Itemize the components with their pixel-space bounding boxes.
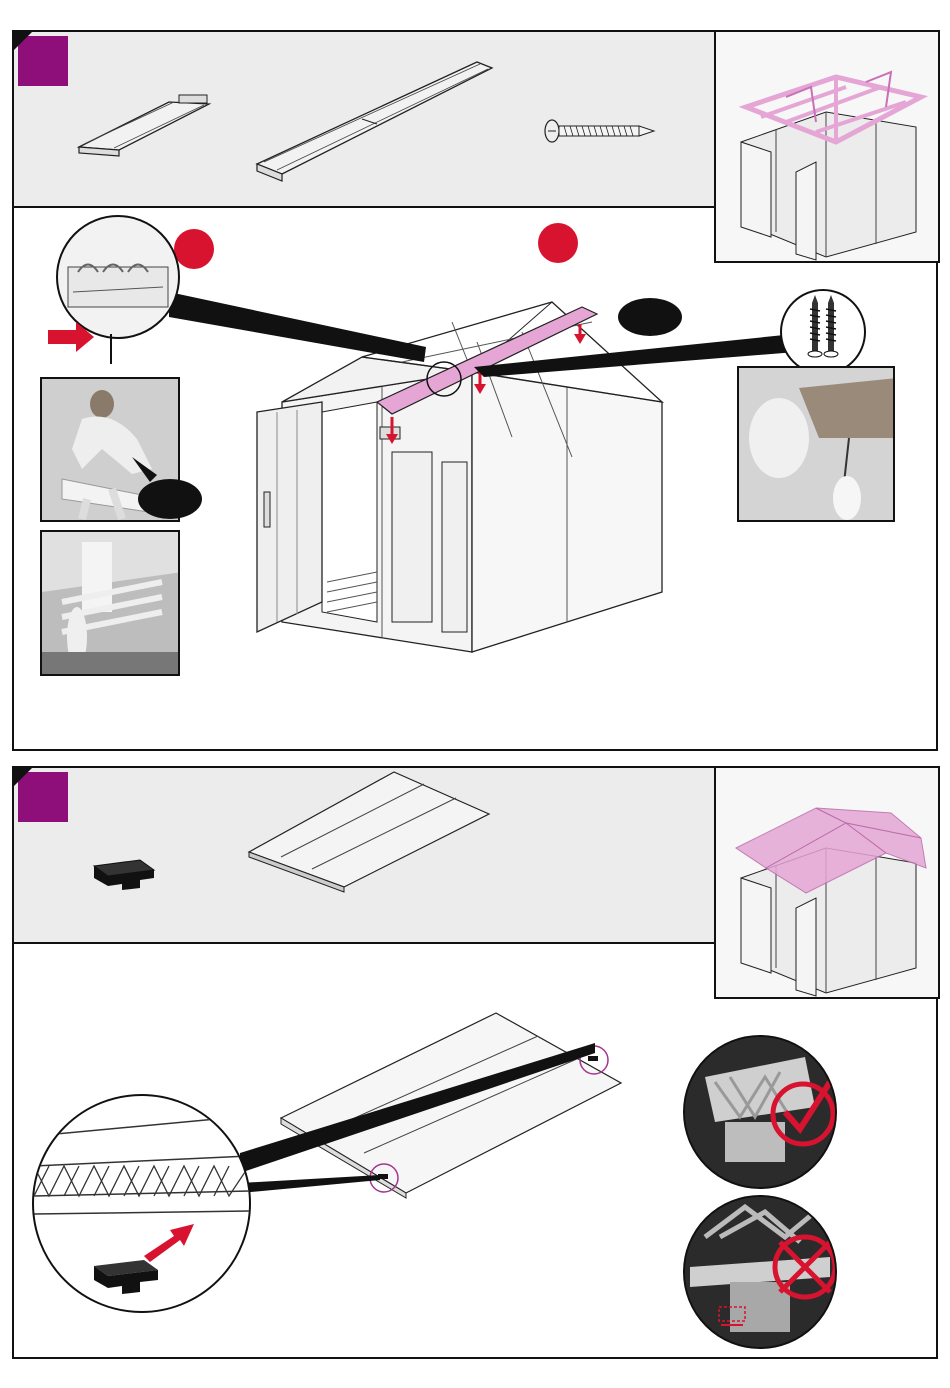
step1-overview-thumbnail bbox=[714, 30, 940, 263]
step2-panel bbox=[12, 766, 938, 1359]
roof-cap-long-part bbox=[252, 54, 502, 184]
step1-corner-marker bbox=[14, 32, 32, 50]
step2-overview-thumbnail bbox=[714, 766, 940, 999]
callout-line-left bbox=[106, 334, 116, 364]
roof-panel-part bbox=[244, 772, 494, 862]
callout-wedge-left bbox=[164, 287, 464, 367]
correct-check-icon bbox=[683, 1035, 837, 1189]
photo-roof-ridge-inside bbox=[40, 530, 180, 676]
incorrect-cross-icon bbox=[683, 1195, 837, 1349]
roof-connector-part bbox=[92, 856, 162, 896]
step2-corner-marker bbox=[14, 768, 32, 786]
connector-detail-circle bbox=[32, 1094, 251, 1313]
detail-circle-left bbox=[56, 215, 180, 339]
red-dot-right bbox=[538, 223, 578, 263]
arrow-push-icon bbox=[48, 322, 98, 352]
oval-pointer-left bbox=[132, 457, 162, 487]
roof-cap-short-part bbox=[74, 92, 214, 162]
red-dot-left bbox=[174, 229, 214, 269]
black-oval-right bbox=[618, 298, 682, 336]
callout-wedge-step2 bbox=[240, 1033, 620, 1183]
screwdriver-photo-icon bbox=[737, 366, 895, 522]
two-screws-icon bbox=[780, 289, 866, 375]
screw-part bbox=[542, 118, 662, 148]
step1-panel bbox=[12, 30, 938, 751]
